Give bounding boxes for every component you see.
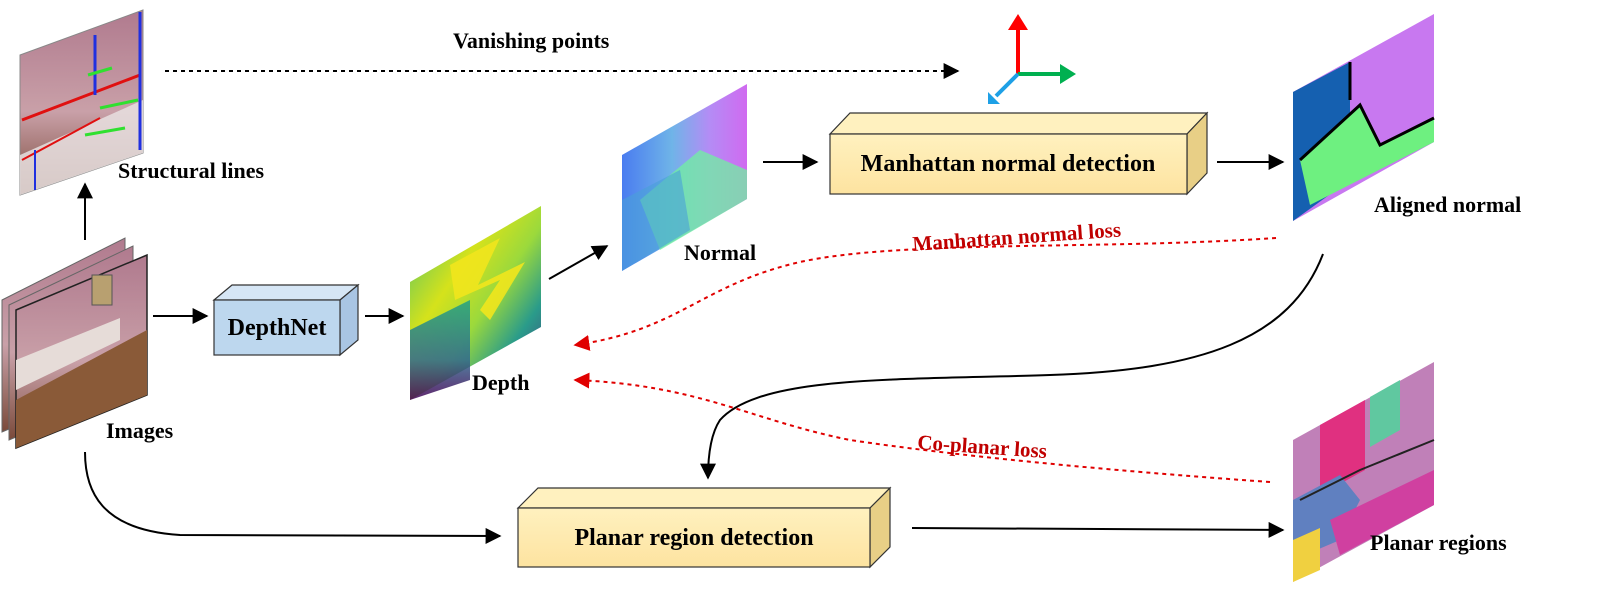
manhattan-loss-label: Manhattan normal loss	[912, 217, 1122, 256]
normal-label: Normal	[684, 240, 756, 265]
aligned-normal-label: Aligned normal	[1374, 192, 1521, 217]
manhattan-axes-icon	[988, 14, 1076, 104]
arrow-planar-to-regions	[911, 521, 1285, 538]
arrow-images-to-planar	[84, 451, 502, 544]
depth-label: Depth	[472, 370, 529, 395]
depth-image	[410, 206, 541, 400]
coplanar-loss-label: Co-planar loss	[917, 430, 1048, 463]
manhattan-detection-label: Manhattan normal detection	[861, 151, 1156, 177]
planar-regions-label: Planar regions	[1370, 530, 1507, 555]
planar-detection-box	[516, 486, 892, 569]
planar-regions-image	[1293, 362, 1435, 582]
images-label: Images	[106, 418, 174, 443]
depthnet-box	[212, 283, 360, 357]
vanishing-points-label: Vanishing points	[453, 28, 610, 53]
aligned-normal-image	[1293, 14, 1435, 221]
arrow-depth-to-normal	[548, 245, 609, 280]
structural-lines-label: Structural lines	[118, 158, 264, 183]
normal-image	[622, 84, 747, 271]
structural-lines-image	[19, 9, 144, 196]
arrow-aligned-to-planar	[700, 253, 1324, 480]
coplanar-loss-arrow	[573, 372, 1271, 483]
manhattan-loss-arrow	[573, 237, 1277, 351]
images-stack	[1, 237, 148, 450]
planar-detection-label: Planar region detection	[574, 525, 813, 551]
depthnet-label: DepthNet	[228, 315, 327, 341]
manhattan-detection-box	[828, 111, 1209, 196]
